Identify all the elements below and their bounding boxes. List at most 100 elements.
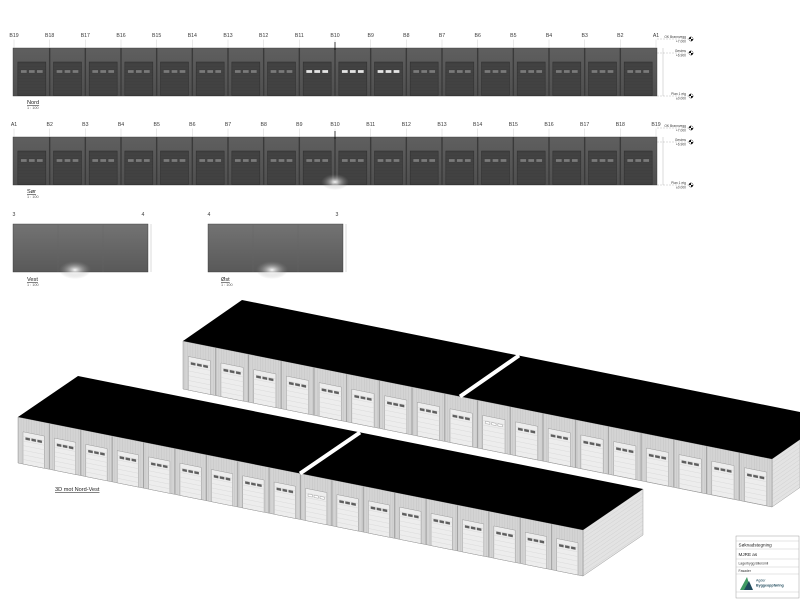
door <box>409 61 439 96</box>
door-window <box>262 376 268 380</box>
door-window <box>223 368 229 373</box>
door-window <box>747 473 752 477</box>
grid-label: 4 <box>208 212 211 218</box>
door-window <box>408 513 413 518</box>
door-window <box>419 408 425 412</box>
door <box>160 150 189 185</box>
grid-label: B11 <box>366 122 375 128</box>
view-title: 3D mot Nord-Vest <box>55 487 100 493</box>
door <box>556 538 579 576</box>
door-window <box>720 468 726 472</box>
door-window <box>131 458 137 462</box>
door <box>613 441 637 480</box>
door <box>449 408 473 448</box>
grid-label: B7 <box>225 122 231 128</box>
door <box>124 150 154 185</box>
door <box>744 467 767 506</box>
door-window <box>234 158 241 163</box>
door-window <box>508 533 513 538</box>
door-window <box>527 537 533 542</box>
level-marker-icon <box>688 125 694 131</box>
light-glow <box>59 261 91 279</box>
door-window <box>635 69 642 74</box>
view-title: Vest <box>27 277 38 283</box>
door-window <box>429 69 436 74</box>
door-window <box>520 69 527 74</box>
door-window <box>681 460 687 464</box>
cladding-line <box>771 451 800 472</box>
door-window <box>520 158 527 163</box>
door-window <box>270 69 277 74</box>
grid-label: B18 <box>616 122 625 128</box>
level-value: +7.000 <box>676 129 686 133</box>
door-window <box>445 521 450 525</box>
door <box>588 61 617 96</box>
door <box>374 150 403 185</box>
door <box>445 150 475 185</box>
cladding-line <box>771 479 800 500</box>
grid-label: 3 <box>13 212 16 218</box>
door-window <box>387 401 392 405</box>
view-scale: 1 : 100 <box>27 283 39 287</box>
door-window <box>182 468 187 473</box>
door-window <box>62 444 68 449</box>
door <box>493 525 516 563</box>
door-window <box>282 488 288 493</box>
door-window <box>539 540 545 544</box>
company-name-line2: Byggeoppføring <box>756 584 784 588</box>
grid-label: B5 <box>153 122 159 128</box>
door-window <box>491 422 497 426</box>
door-window <box>345 501 350 505</box>
cladding-line <box>582 524 644 567</box>
elevation-ost: 4 3 Øst 1 : 100 <box>208 212 347 287</box>
door-window <box>555 158 562 163</box>
door-window <box>661 456 667 460</box>
client-name: MJRE as <box>739 552 758 557</box>
grid-label: B6 <box>189 122 195 128</box>
door-window <box>643 158 650 163</box>
door-window <box>108 158 115 163</box>
door <box>445 61 475 96</box>
door-window <box>458 415 464 420</box>
view-scale: 1 : 100 <box>221 283 233 287</box>
door <box>17 150 47 185</box>
door-window <box>571 546 576 550</box>
door-window <box>464 158 471 163</box>
cladding-line <box>771 455 800 476</box>
side-cladding <box>582 492 644 575</box>
door-window <box>485 421 490 425</box>
door-window <box>135 69 142 74</box>
door-window <box>235 371 241 375</box>
grid-label: B15 <box>152 33 161 39</box>
door-window <box>753 474 758 479</box>
door-window <box>31 438 36 442</box>
door-window <box>370 506 376 510</box>
door-window <box>100 158 107 163</box>
door-window <box>339 500 344 504</box>
cladding-line <box>582 508 644 551</box>
door-window <box>286 158 293 163</box>
door-window <box>456 69 463 74</box>
door-window <box>524 428 529 433</box>
door-window <box>156 463 162 467</box>
door-window <box>377 158 384 163</box>
door <box>286 375 309 415</box>
door-row <box>22 423 579 576</box>
door-window <box>555 69 562 74</box>
door <box>678 454 702 493</box>
grid-label: B16 <box>116 33 125 39</box>
cladding-line <box>771 471 800 492</box>
door-window <box>327 389 333 394</box>
door <box>302 61 332 96</box>
door-window <box>492 158 499 163</box>
door-window <box>595 443 601 447</box>
door-window <box>72 69 79 74</box>
door <box>267 61 296 96</box>
door-window <box>571 158 578 163</box>
door-window <box>607 69 614 74</box>
door-window <box>627 69 634 74</box>
door-window <box>163 69 170 74</box>
door-window <box>100 69 107 74</box>
